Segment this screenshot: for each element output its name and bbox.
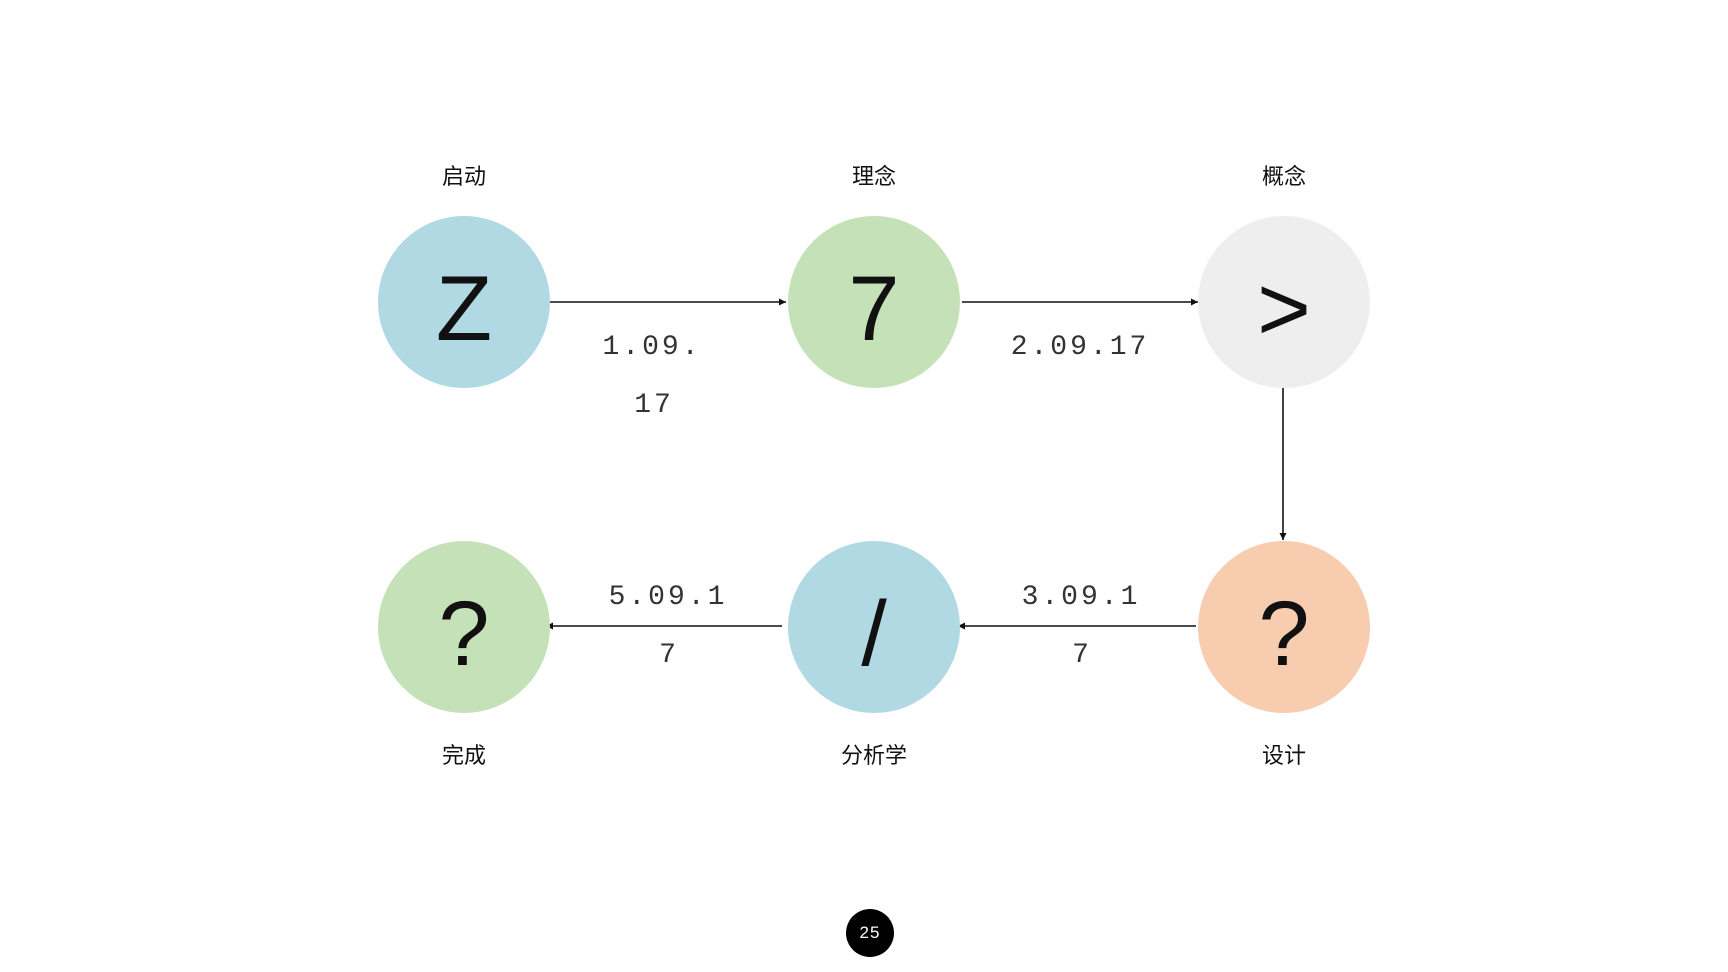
page-number: 25 (859, 923, 881, 942)
stage-label-complete: 完成 (442, 744, 486, 769)
stage-node-complete: ? 完成 (378, 541, 550, 769)
stage-circle-complete (378, 541, 550, 713)
stage-label-start: 启动 (442, 165, 486, 190)
stage-glyph-analytics: / (861, 583, 887, 685)
stage-label-design: 设计 (1262, 744, 1306, 769)
date-label-3-line-2: 7 (1072, 640, 1092, 671)
stage-circle-idea (788, 216, 960, 388)
stage-circle-start (378, 216, 550, 388)
page-number-badge: 25 (846, 909, 894, 957)
stage-node-design: ? 设计 (1198, 541, 1370, 769)
stage-glyph-idea: 7 (848, 258, 899, 360)
date-label-3-line-1: 3.09.1 (1022, 582, 1141, 613)
stage-label-concept: 概念 (1262, 165, 1306, 190)
stage-nodes: Z 启动 7 理念 > 概念? 设计 / 分析学? 完成 (378, 165, 1370, 769)
stage-glyph-complete: ? (438, 583, 489, 685)
stage-node-start: Z 启动 (378, 165, 550, 388)
stage-label-analytics: 分析学 (841, 744, 907, 769)
stage-circle-design (1198, 541, 1370, 713)
stage-glyph-concept: > (1257, 258, 1311, 360)
stage-circle-analytics (788, 541, 960, 713)
stage-node-analytics: / 分析学 (788, 541, 960, 769)
date-label-1-line-1: 1.09. (602, 332, 701, 363)
stage-node-concept: > 概念 (1198, 165, 1370, 388)
stage-circle-concept (1198, 216, 1370, 388)
stage-label-idea: 理念 (852, 165, 896, 190)
stage-glyph-start: Z (436, 258, 492, 360)
date-label-4-line-2: 7 (659, 640, 679, 671)
date-label-2: 2.09.17 (1011, 332, 1150, 363)
stage-glyph-design: ? (1258, 583, 1309, 685)
stage-node-idea: 7 理念 (788, 165, 960, 388)
date-label-1-line-2: 17 (634, 390, 674, 421)
date-label-4-line-1: 5.09.1 (609, 582, 728, 613)
